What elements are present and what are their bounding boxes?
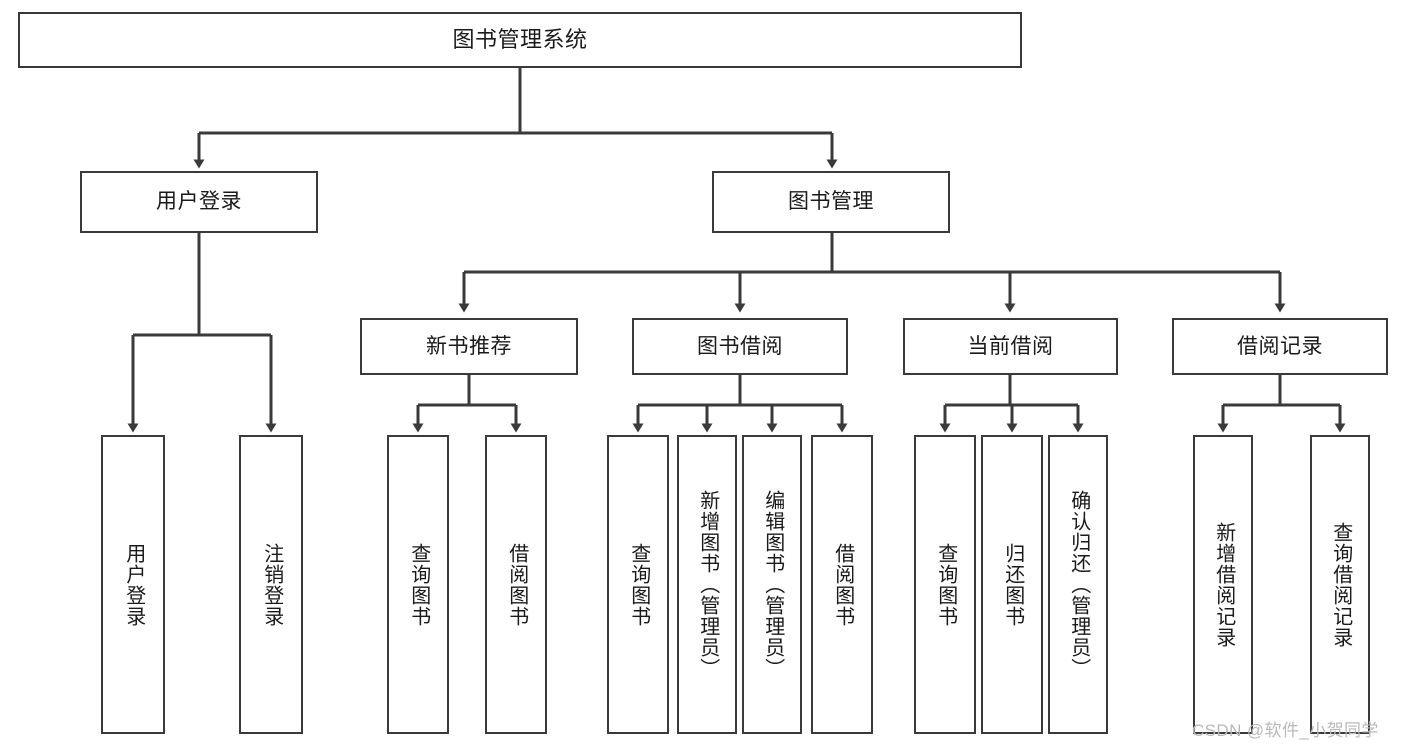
node-leaf-user-login[interactable]: 用户登录 [101, 435, 165, 734]
node-label: 查询图书 [627, 542, 650, 627]
node-label: 新书推荐 [426, 334, 512, 358]
csdn-watermark: CSDN @软件_小贺同学 [1192, 721, 1379, 740]
node-label: 借阅图书 [505, 542, 528, 627]
node-label: 当前借阅 [967, 334, 1054, 358]
node-leaf-confirm-return[interactable]: 确认归还（管理员） [1048, 435, 1108, 734]
node-leaf-return-book[interactable]: 归还图书 [981, 435, 1043, 734]
node-label: 新增借阅记录 [1212, 521, 1235, 648]
node-book-manage[interactable]: 图书管理 [712, 171, 950, 233]
node-label: 借阅记录 [1237, 334, 1323, 358]
node-leaf-borrow-book-1[interactable]: 借阅图书 [485, 435, 547, 734]
node-new-book-recommend[interactable]: 新书推荐 [360, 318, 578, 375]
node-leaf-query-book-3[interactable]: 查询图书 [914, 435, 976, 734]
node-leaf-query-book-2[interactable]: 查询图书 [607, 435, 669, 734]
node-label: 归还图书 [1001, 542, 1024, 627]
node-label: 用户登录 [122, 542, 145, 627]
node-label: 查询图书 [407, 542, 430, 627]
node-leaf-add-book[interactable]: 新增图书（管理员） [677, 435, 737, 734]
node-label: 注销登录 [260, 542, 283, 627]
node-leaf-query-record[interactable]: 查询借阅记录 [1310, 435, 1370, 734]
node-label: 图书管理 [788, 190, 874, 214]
node-label: 用户登录 [156, 190, 242, 214]
node-label: 图书管理系统 [452, 26, 588, 52]
node-user-login[interactable]: 用户登录 [80, 171, 318, 233]
node-root-system[interactable]: 图书管理系统 [18, 12, 1022, 68]
node-leaf-query-book-1[interactable]: 查询图书 [387, 435, 449, 734]
node-borrow-record[interactable]: 借阅记录 [1172, 318, 1388, 375]
node-label: 新增图书（管理员） [696, 490, 719, 679]
node-label: 图书借阅 [697, 334, 783, 358]
node-leaf-user-logout[interactable]: 注销登录 [239, 435, 303, 734]
node-label: 确认归还（管理员） [1067, 490, 1090, 679]
node-label: 借阅图书 [831, 542, 854, 627]
node-label: 编辑图书（管理员） [761, 490, 784, 679]
node-leaf-add-record[interactable]: 新增借阅记录 [1193, 435, 1253, 734]
node-leaf-edit-book[interactable]: 编辑图书（管理员） [742, 435, 802, 734]
node-label: 查询图书 [934, 542, 957, 627]
node-label: 查询借阅记录 [1329, 521, 1352, 648]
node-leaf-borrow-book-2[interactable]: 借阅图书 [811, 435, 873, 734]
node-book-borrow[interactable]: 图书借阅 [632, 318, 848, 375]
node-current-borrow[interactable]: 当前借阅 [903, 318, 1118, 375]
